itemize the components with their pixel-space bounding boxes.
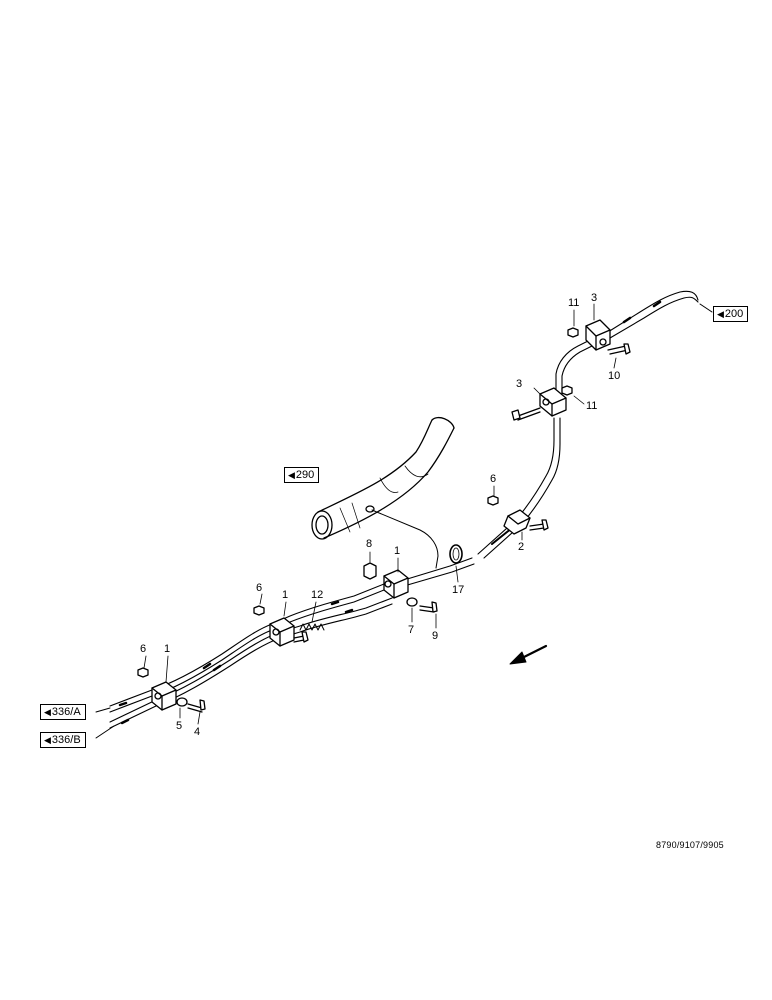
triangle-left-icon: ◀ [288,470,295,480]
ref-connectors [95,303,713,739]
ref-box-290[interactable]: ◀290 [284,467,320,483]
clamp-1-middle [363,562,438,613]
bracket-2 [487,495,549,535]
callout-2: 2 [518,541,525,553]
clamp-1-second [253,605,309,647]
clamp-upper-right [567,319,631,355]
callout-1: 1 [394,545,401,557]
clamp-1-left [137,667,206,713]
drawing-number: 8790/9107/9905 [656,840,724,850]
callout-12: 12 [311,589,324,601]
callout-11: 11 [568,297,580,309]
branch-line [371,509,439,569]
ref-box-200[interactable]: ◀200 [713,306,749,322]
clamp-mid-right [511,385,573,421]
callout-6: 6 [140,643,147,655]
callout-11: 11 [586,400,598,412]
callout-6: 6 [256,582,263,594]
callout-6: 6 [490,473,497,485]
triangle-left-icon: ◀ [44,707,51,717]
triangle-left-icon: ◀ [717,309,724,319]
callout-17: 17 [452,584,465,596]
ref-box-336b[interactable]: ◀336/B [40,732,86,748]
arrow-down-left-icon [509,644,548,665]
triangle-left-icon: ◀ [44,735,51,745]
callout-9: 9 [432,630,439,642]
cable-run-lower [109,583,393,729]
spring-coil [299,623,325,631]
cable-run-upper [403,290,699,587]
callout-3: 3 [516,378,523,390]
callout-1: 1 [282,589,289,601]
ref-box-336a[interactable]: ◀336/A [40,704,86,720]
callout-8: 8 [366,538,373,550]
callout-7: 7 [408,624,415,636]
callout-5: 5 [176,720,183,732]
callout-4: 4 [194,726,201,738]
ring-17 [449,544,463,564]
callout-1: 1 [164,643,171,655]
callout-3: 3 [591,292,598,304]
leader-lines [143,303,617,725]
exhaust-pipe [311,416,455,540]
callout-10: 10 [608,370,621,382]
